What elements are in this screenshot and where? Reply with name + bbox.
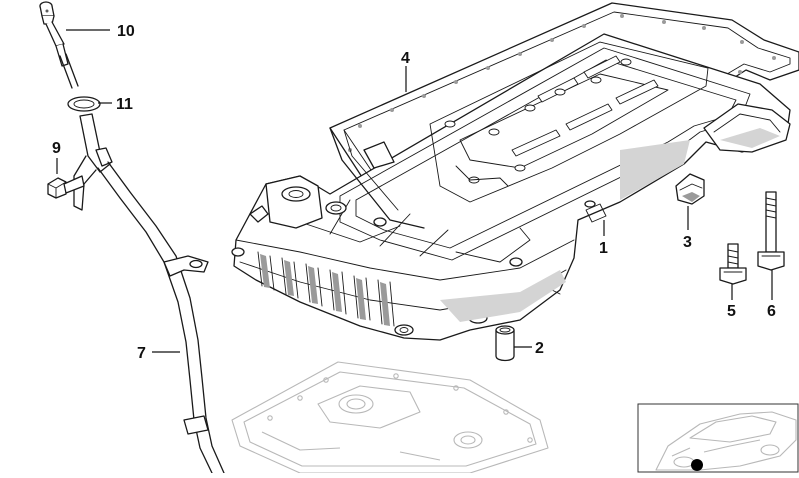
callout-7: 7 <box>137 345 146 362</box>
callout-5: 5 <box>727 303 736 320</box>
gasket-front-edge <box>329 127 509 229</box>
drain-plug <box>675 173 705 205</box>
dowel-sleeve <box>495 325 515 362</box>
vehicle-locator-inset <box>637 403 799 473</box>
callout-9: 9 <box>52 140 61 157</box>
bolt-9 <box>47 175 85 199</box>
bolt-6 <box>757 191 785 271</box>
upper-oil-pan <box>231 33 791 341</box>
callout-1: 1 <box>599 240 608 257</box>
o-ring <box>67 96 101 112</box>
bolt-5 <box>719 243 747 285</box>
callout-6: 6 <box>767 303 776 320</box>
callout-2: 2 <box>535 340 544 357</box>
callout-labels: 10 11 9 4 1 3 2 7 5 6 <box>52 23 776 362</box>
car-outline-icon <box>655 411 797 471</box>
callout-11: 11 <box>116 96 133 113</box>
callout-leaders <box>56 29 773 353</box>
callout-10: 10 <box>117 23 135 40</box>
lower-oil-pan-ghost <box>231 361 549 474</box>
location-marker-icon <box>691 459 703 471</box>
dipstick-handle <box>39 1 79 89</box>
dipstick-guide-tube <box>73 113 225 474</box>
callout-3: 3 <box>683 234 692 251</box>
callout-4: 4 <box>401 50 410 67</box>
